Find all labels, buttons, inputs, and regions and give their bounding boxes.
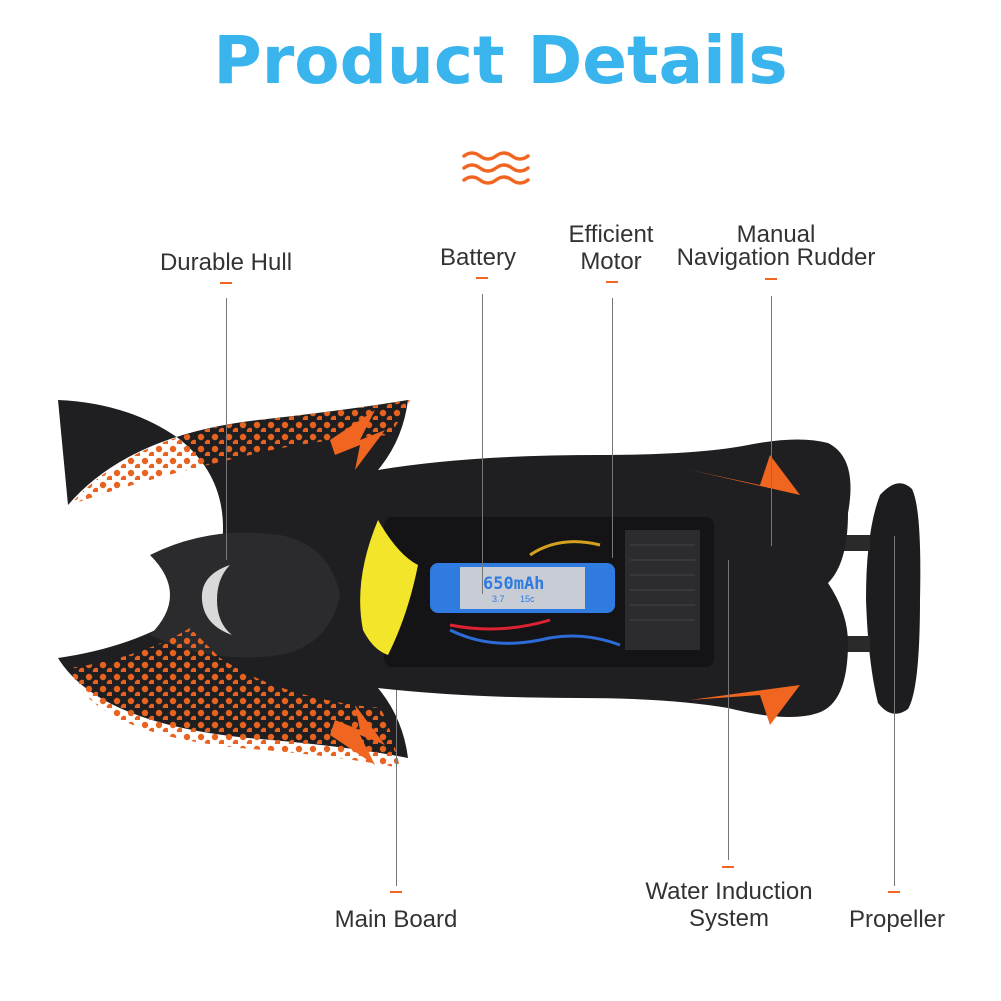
label-water-induction-line1: Water Induction bbox=[645, 878, 813, 905]
label-rudder: Manual Navigation Rudder bbox=[662, 221, 890, 271]
label-propeller-leader bbox=[894, 536, 895, 886]
label-propeller: Propeller bbox=[848, 906, 946, 933]
label-main-board-leader bbox=[396, 690, 397, 886]
label-rudder-leader bbox=[771, 296, 772, 546]
label-water-induction-leader bbox=[728, 560, 729, 860]
label-propeller-dash bbox=[888, 891, 900, 893]
label-water-induction: Water Induction System bbox=[626, 878, 832, 932]
label-battery: Battery bbox=[439, 244, 517, 271]
label-battery-dash bbox=[476, 277, 488, 279]
battery-capacity-print: 650mAh bbox=[483, 574, 545, 594]
label-main-board: Main Board bbox=[334, 906, 458, 933]
label-efficient-motor-line1: Efficient bbox=[568, 221, 654, 248]
label-battery-leader bbox=[482, 294, 483, 594]
battery-rate-print: 15c bbox=[520, 594, 535, 604]
label-durable-hull: Durable Hull bbox=[159, 249, 293, 276]
label-durable-hull-leader bbox=[226, 298, 227, 560]
label-efficient-motor: Efficient Motor bbox=[556, 221, 666, 275]
battery-voltage-print: 3.7 bbox=[492, 594, 505, 604]
page-title: Product Details bbox=[213, 22, 788, 99]
label-efficient-motor-line2: Motor bbox=[580, 248, 642, 275]
label-water-induction-dash bbox=[722, 866, 734, 868]
label-efficient-motor-leader bbox=[612, 298, 613, 558]
label-durable-hull-dash bbox=[220, 282, 232, 284]
label-rudder-line1: Manual bbox=[736, 221, 816, 248]
label-rudder-line2: Navigation Rudder bbox=[676, 244, 876, 271]
label-rudder-dash bbox=[765, 278, 777, 280]
label-main-board-dash bbox=[390, 891, 402, 893]
label-water-induction-line2: System bbox=[688, 905, 769, 932]
label-efficient-motor-dash bbox=[606, 281, 618, 283]
wave-divider-icon bbox=[462, 151, 530, 185]
